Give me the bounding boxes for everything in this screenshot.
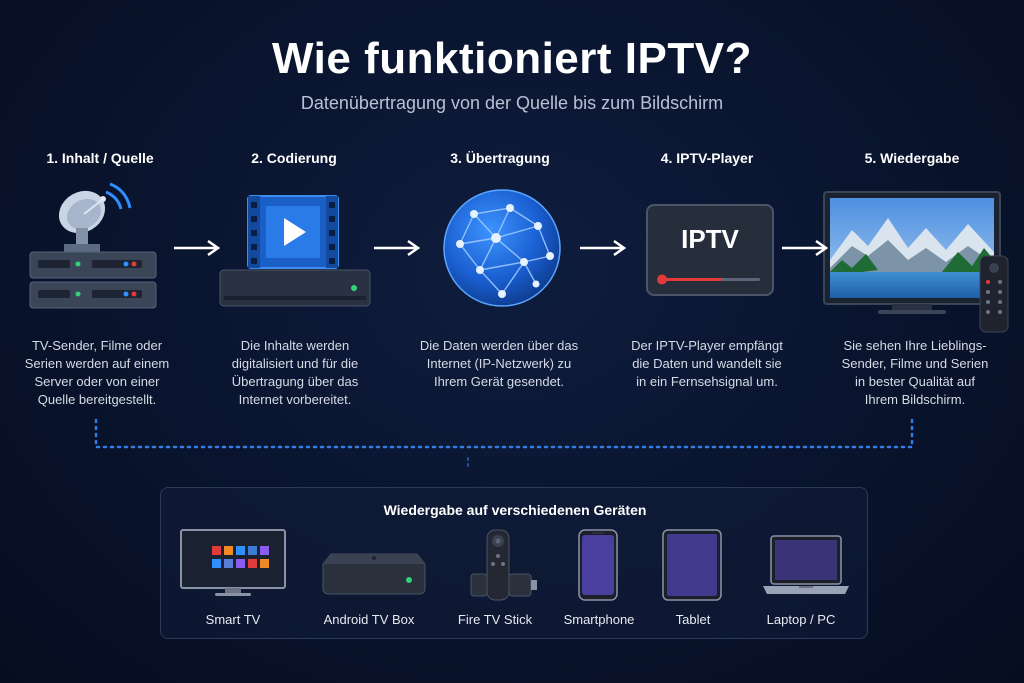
smart-tv-icon: [180, 529, 286, 596]
fire-tv-stick-icon: [470, 529, 537, 601]
device-label-tablet: Tablet: [675, 612, 711, 627]
step-3-title: 3. Übertragung: [450, 150, 550, 166]
device-label-smart-tv: Smart TV: [205, 612, 261, 627]
arrow-right-icon: [374, 239, 421, 257]
step-3-description: Die Daten werden über das Internet (IP-N…: [419, 338, 579, 389]
devices-panel: Wiedergabe auf verschiedenen Geräten Sma…: [160, 487, 868, 639]
device-label-fire-tv-stick: Fire TV Stick: [457, 612, 533, 627]
step-4-description: Der IPTV-Player empfängt die Daten und w…: [631, 338, 783, 389]
step-5-description: Sie sehen Ihre Lieblings- Sender, Filme …: [841, 338, 989, 407]
step-2-title: 2. Codierung: [251, 150, 337, 166]
tablet-icon: [662, 529, 722, 601]
tv-landscape-icon: [823, 191, 1009, 333]
video-encoder-icon: [219, 195, 371, 307]
globe-network-icon: [443, 189, 561, 307]
step-2-description: Die Inhalte werden digitalisiert und für…: [231, 338, 359, 407]
arrow-right-icon: [174, 239, 221, 257]
android-tv-box-icon: [322, 553, 426, 595]
step-4-title: 4. IPTV-Player: [660, 150, 754, 166]
step-5-title: 5. Wiedergabe: [864, 150, 960, 166]
progress-bar: [657, 274, 760, 285]
page-subtitle: Datenübertragung von der Quelle bis zum …: [300, 93, 724, 113]
page-title: Wie funktioniert IPTV?: [272, 34, 752, 83]
device-label-smartphone: Smartphone: [563, 612, 635, 627]
smartphone-icon: [578, 529, 618, 601]
arrow-right-icon: [580, 239, 627, 257]
device-label-android-tv-box: Android TV Box: [323, 612, 415, 627]
devices-title: Wiedergabe auf verschiedenen Geräten: [383, 502, 647, 518]
iptv-player-icon: IPTV: [646, 204, 774, 296]
iptv-screen-text: IPTV: [681, 224, 739, 254]
step-1-title: 1. Inhalt / Quelle: [46, 150, 154, 166]
satellite-server-icon: [29, 182, 157, 309]
device-label-laptop: Laptop / PC: [766, 612, 836, 627]
step-1-description: TV-Sender, Filme oder Serien werden auf …: [24, 338, 170, 407]
arrow-right-icon: [782, 239, 829, 257]
laptop-icon: [763, 535, 849, 594]
